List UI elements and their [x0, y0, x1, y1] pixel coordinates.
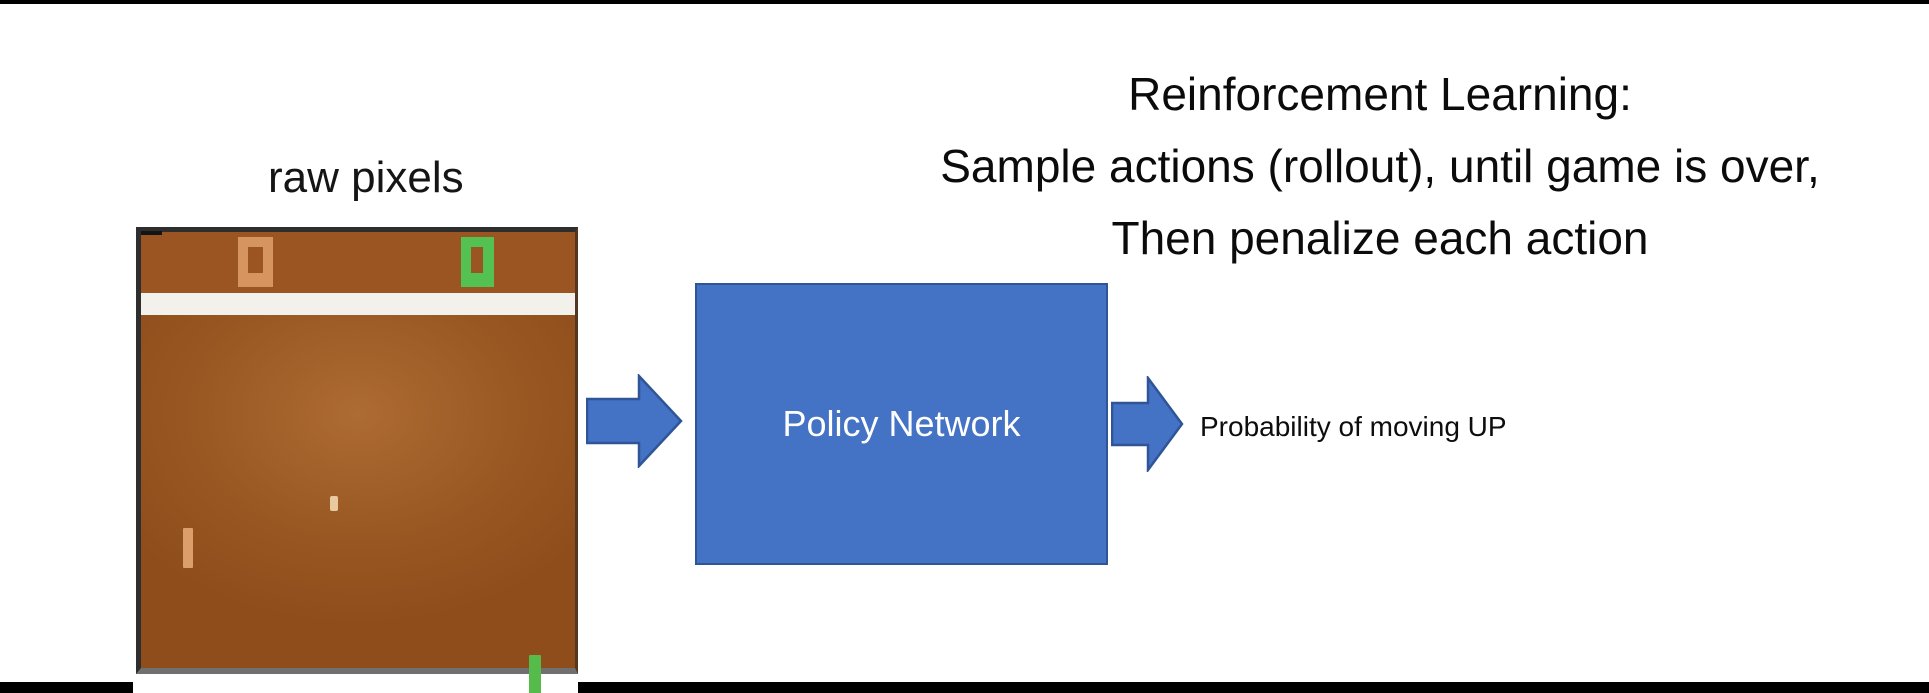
pong-top-notch	[141, 231, 162, 235]
pong-score-zone	[141, 231, 575, 293]
top-border-bar	[0, 0, 1929, 4]
score-left-player	[238, 237, 273, 287]
score-left-digit-hole	[248, 247, 263, 273]
score-right-player	[461, 237, 494, 287]
score-right-digit-hole	[471, 247, 483, 273]
raw-pixels-label: raw pixels	[268, 153, 464, 202]
probability-label: Probability of moving UP	[1200, 411, 1507, 442]
title-line-2: Sample actions (rollout), until game is …	[940, 140, 1820, 192]
pong-right-paddle	[529, 655, 541, 693]
policy-network-label: Policy Network	[782, 403, 1021, 444]
score-separator-band	[141, 293, 575, 315]
title-line-1: Reinforcement Learning:	[1128, 68, 1632, 120]
input-arrow-right-icon	[586, 374, 683, 468]
slide-title: Reinforcement Learning: Sample actions (…	[831, 58, 1929, 274]
bottom-border-bar-left	[0, 682, 133, 693]
pong-ball	[330, 496, 338, 511]
pong-left-paddle	[183, 528, 193, 568]
pong-playfield	[141, 315, 575, 693]
bottom-border-bar-right	[578, 682, 1929, 693]
output-arrow-right-icon	[1111, 376, 1184, 472]
pong-screenshot	[136, 227, 578, 693]
title-line-3: Then penalize each action	[1111, 212, 1649, 264]
policy-network-box: Policy Network	[695, 283, 1108, 565]
